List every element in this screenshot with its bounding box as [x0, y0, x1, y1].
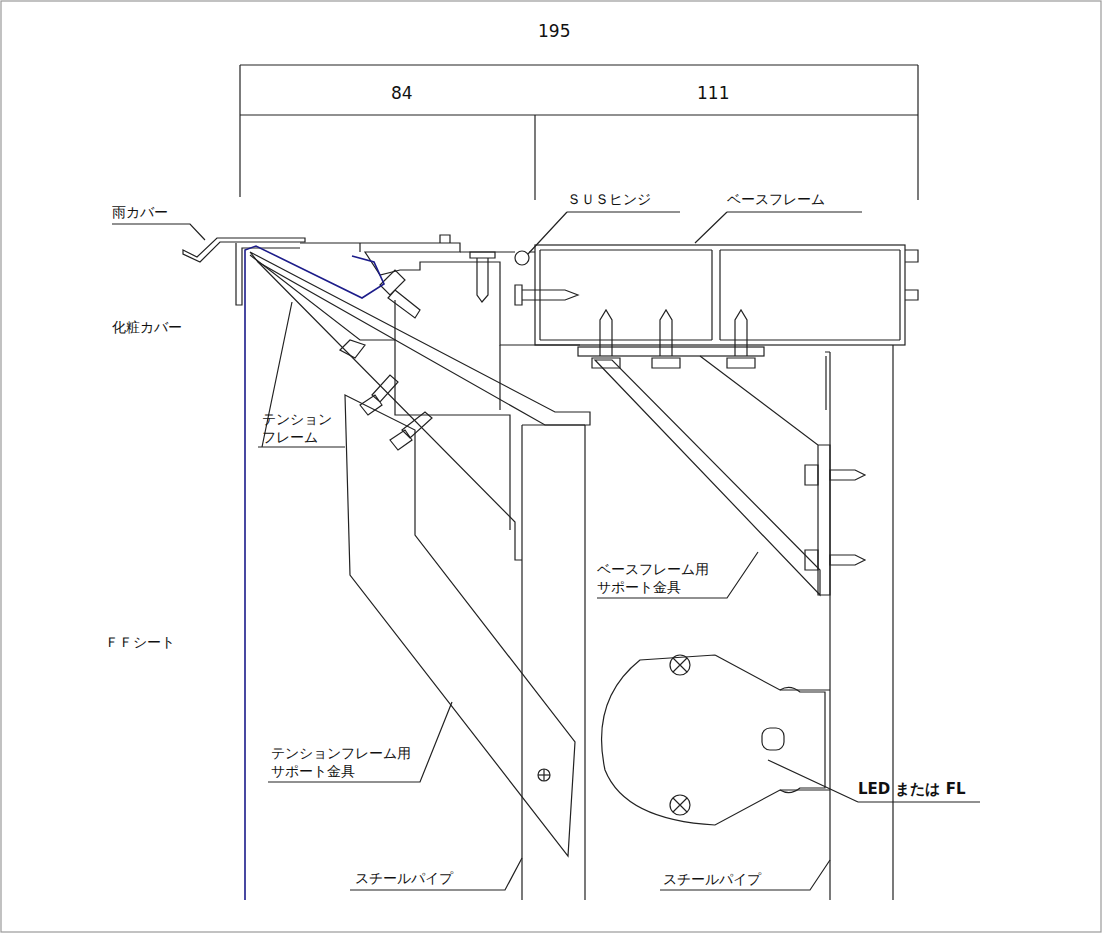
part-label: ベースフレーム用 サポート金具	[597, 560, 709, 596]
dimension: 84	[391, 82, 413, 104]
part-label: スチールパイプ	[663, 870, 761, 888]
part-label: ＳＵＳヒンジ	[567, 190, 651, 208]
part-label: ベースフレーム	[727, 190, 825, 208]
part-label: テンションフレーム用 サポート金具	[271, 744, 411, 780]
part-label: スチールパイプ	[355, 869, 453, 887]
dimension: 111	[697, 82, 729, 104]
part-label: 化粧カバー	[112, 318, 182, 336]
part-label: 雨カバー	[112, 203, 168, 221]
dimension: 195	[538, 20, 570, 42]
part-label: ＦＦシート	[105, 633, 175, 651]
part-label: テンション フレーム	[262, 410, 332, 446]
part-label: LED または FL	[858, 780, 966, 800]
